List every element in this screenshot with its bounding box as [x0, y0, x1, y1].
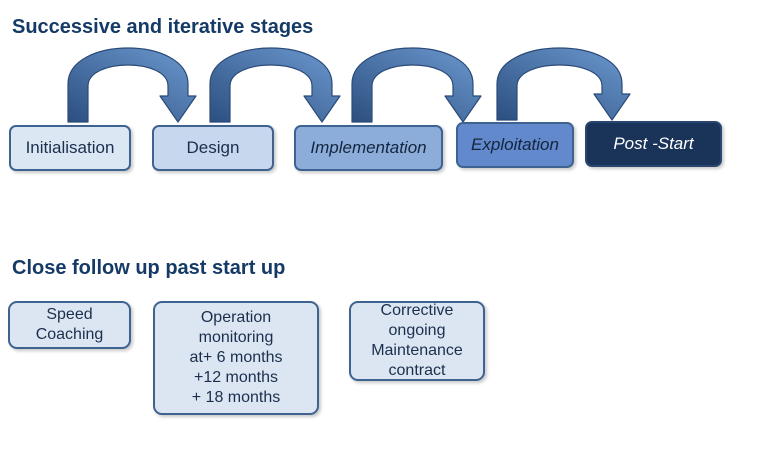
- followup-speed-coaching: Speed Coaching: [8, 301, 131, 349]
- note-line: contract: [388, 362, 446, 379]
- stage-initialisation: Initialisation: [9, 125, 131, 171]
- stage-label: Exploitation: [471, 135, 559, 154]
- curved-arrow-icon: [351, 47, 482, 123]
- curved-arrow-shape: [496, 47, 631, 121]
- stage-label: Implementation: [310, 138, 427, 157]
- note-line: Maintenance: [371, 342, 463, 359]
- curved-arrow-icon: [209, 47, 341, 123]
- stage-label: Initialisation: [25, 138, 115, 157]
- curved-arrow-icon: [67, 47, 197, 123]
- note-line: Corrective: [380, 302, 454, 319]
- stage-label: Post -Start: [613, 134, 694, 153]
- section-title-followup: Close follow up past start up: [12, 257, 286, 279]
- note-line: Coaching: [35, 326, 104, 343]
- curved-arrow-shape: [351, 47, 482, 123]
- note-line: at+ 6 months: [189, 349, 283, 366]
- stage-arrows: [67, 47, 631, 123]
- stage-post-start: Post -Start: [585, 121, 722, 167]
- stage-exploitation: Exploitation: [456, 122, 574, 168]
- note-line: Speed: [46, 306, 93, 323]
- curved-arrow-shape: [209, 47, 341, 123]
- curved-arrow-icon: [496, 47, 631, 121]
- followup-operation-monitoring: Operation monitoring at+ 6 months +12 mo…: [153, 301, 319, 415]
- note-line: +12 months: [193, 369, 279, 386]
- stage-design: Design: [152, 125, 274, 171]
- section-title-stages: Successive and iterative stages: [12, 16, 314, 38]
- note-line: monitoring: [198, 329, 274, 346]
- note-line: ongoing: [388, 322, 446, 339]
- followup-maintenance-contract: Corrective ongoing Maintenance contract: [349, 301, 485, 381]
- stage-implementation: Implementation: [294, 125, 443, 171]
- note-line: + 18 months: [191, 389, 281, 406]
- curved-arrow-shape: [67, 47, 197, 123]
- note-line: Operation: [200, 309, 272, 326]
- stage-label: Design: [186, 138, 240, 157]
